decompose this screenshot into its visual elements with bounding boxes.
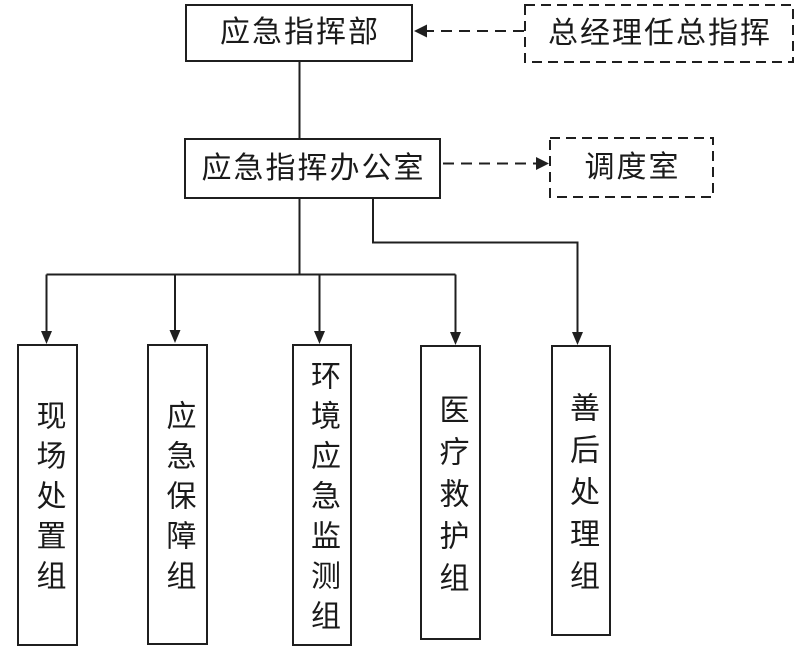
node-group-aftermath-handling: 善后处理组 (551, 345, 611, 636)
node-group-aftermath-handling-label: 善后处理组 (565, 391, 598, 602)
node-group-onsite-disposal-label: 现场处置组 (31, 400, 65, 600)
arrowhead-right-into-dispatch (536, 157, 549, 170)
arrowhead-into-group4 (450, 332, 461, 345)
node-dispatch-room-label: 调度室 (584, 150, 681, 184)
chief-commander-note-border (524, 4, 794, 63)
node-group-env-emergency-monitoring-label: 环境应急监测组 (306, 360, 339, 640)
node-group-env-emergency-monitoring: 环境应急监测组 (292, 344, 352, 646)
node-group-medical-rescue-label: 医疗救护组 (434, 393, 468, 604)
node-dispatch-room: 调度室 (550, 138, 713, 197)
node-group-onsite-disposal: 现场处置组 (17, 344, 78, 646)
node-group-medical-rescue: 医疗救护组 (420, 345, 481, 640)
node-chief-commander-note: 总经理任总指挥 (525, 5, 793, 62)
arrowhead-into-group5 (572, 332, 583, 345)
node-chief-commander-note-label: 总经理任总指挥 (548, 16, 772, 50)
node-emergency-command-hq: 应急指挥部 (185, 4, 413, 62)
node-group-emergency-support: 应急保障组 (147, 344, 208, 645)
arrowhead-into-group3 (314, 331, 325, 344)
arrowhead-left-into-hq (414, 24, 427, 38)
dispatch-room-border (549, 137, 714, 198)
node-emergency-command-office: 应急指挥办公室 (184, 138, 441, 199)
node-emergency-command-office-label: 应急指挥办公室 (201, 151, 426, 185)
node-emergency-command-hq-label: 应急指挥部 (220, 16, 380, 49)
node-group-emergency-support-label: 应急保障组 (161, 399, 195, 600)
connector-office-to-group5 (372, 199, 579, 334)
arrowhead-into-group2 (169, 330, 181, 343)
arrowhead-into-group1 (41, 331, 52, 344)
